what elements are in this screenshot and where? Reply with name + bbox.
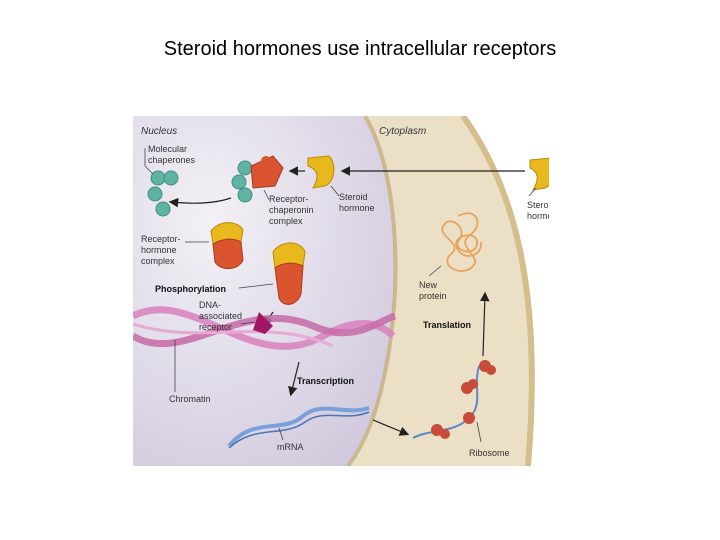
chromatin-dna bbox=[133, 306, 397, 350]
new-protein-label-2: protein bbox=[419, 291, 447, 301]
molecular-chaperones-label-2: chaperones bbox=[148, 155, 196, 165]
steroid-receptor-diagram: Nucleus Cytoplasm Molecular chaperones R… bbox=[133, 116, 549, 466]
receptor-hormone-label-1: Receptor- bbox=[141, 234, 181, 244]
svg-text:Steroid hormone: Steroid hormone bbox=[527, 200, 549, 221]
ribosomes bbox=[431, 360, 496, 439]
cytoplasm-label: Cytoplasm bbox=[379, 126, 426, 137]
mrna-label: mRNA bbox=[277, 442, 304, 452]
phosphorylated-receptor-complex bbox=[272, 242, 306, 305]
outside-cell-region bbox=[463, 116, 549, 466]
svg-text:DNA- associated recept: DNA- associated receptor bbox=[199, 300, 245, 332]
transcription-label: Transcription bbox=[297, 376, 354, 386]
translation-arrow bbox=[479, 291, 490, 357]
dna-associated-receptor bbox=[253, 312, 273, 334]
ribosome-label: Ribosome bbox=[469, 448, 510, 458]
receptor-chaperonin-label-2: chaperonin bbox=[269, 205, 314, 215]
receptor-chaperonin-label-3: complex bbox=[269, 216, 303, 226]
steroid-hormone-outer-label-2: hormone bbox=[527, 211, 549, 221]
dna-receptor-label-2: associated bbox=[199, 311, 242, 321]
receptor-chaperonin-complex bbox=[231, 155, 284, 203]
chromatin-label: Chromatin bbox=[169, 394, 211, 404]
chaperone-release-arrow bbox=[168, 197, 232, 208]
receptor-hormone-label-2: hormone bbox=[141, 245, 177, 255]
svg-text:Steroid hormone: Steroid hormone bbox=[339, 192, 375, 213]
translation-label: Translation bbox=[423, 320, 471, 330]
svg-text:Receptor- chaperonin c: Receptor- chaperonin complex bbox=[269, 194, 316, 226]
steroid-hormone-outer bbox=[529, 157, 549, 191]
receptor-hormone-complex bbox=[210, 222, 244, 269]
steroid-hormone-outer-label-1: Steroid bbox=[527, 200, 549, 210]
molecular-chaperones bbox=[147, 170, 179, 217]
receptor-chaperonin-label-1: Receptor- bbox=[269, 194, 309, 204]
receptor-hormone-label-3: complex bbox=[141, 256, 175, 266]
phosphorylation-label: Phosphorylation bbox=[155, 284, 226, 294]
transcription-arrow bbox=[288, 361, 300, 397]
slide-title: Steroid hormones use intracellular recep… bbox=[163, 38, 557, 60]
svg-text:New protein: New protein bbox=[419, 280, 447, 301]
new-protein-label-1: New bbox=[419, 280, 438, 290]
dna-receptor-label-3: receptor bbox=[199, 322, 232, 332]
steroid-hormone-inner-label-1: Steroid bbox=[339, 192, 368, 202]
mrna-strand bbox=[227, 406, 370, 449]
mrna-export-arrow bbox=[372, 419, 410, 436]
steroid-hormone-inner-label-2: hormone bbox=[339, 203, 375, 213]
plasma-membrane bbox=[460, 116, 535, 466]
svg-text:Receptor- hormone comp: Receptor- hormone complex bbox=[141, 234, 183, 266]
steroid-hormone-inner bbox=[307, 155, 335, 189]
dna-receptor-label-1: DNA- bbox=[199, 300, 221, 310]
nucleus-label: Nucleus bbox=[141, 126, 177, 137]
molecular-chaperones-label-1: Molecular bbox=[148, 144, 187, 154]
new-protein bbox=[441, 212, 482, 272]
svg-text:Molecular chaperones: Molecular chaperones bbox=[148, 144, 196, 165]
